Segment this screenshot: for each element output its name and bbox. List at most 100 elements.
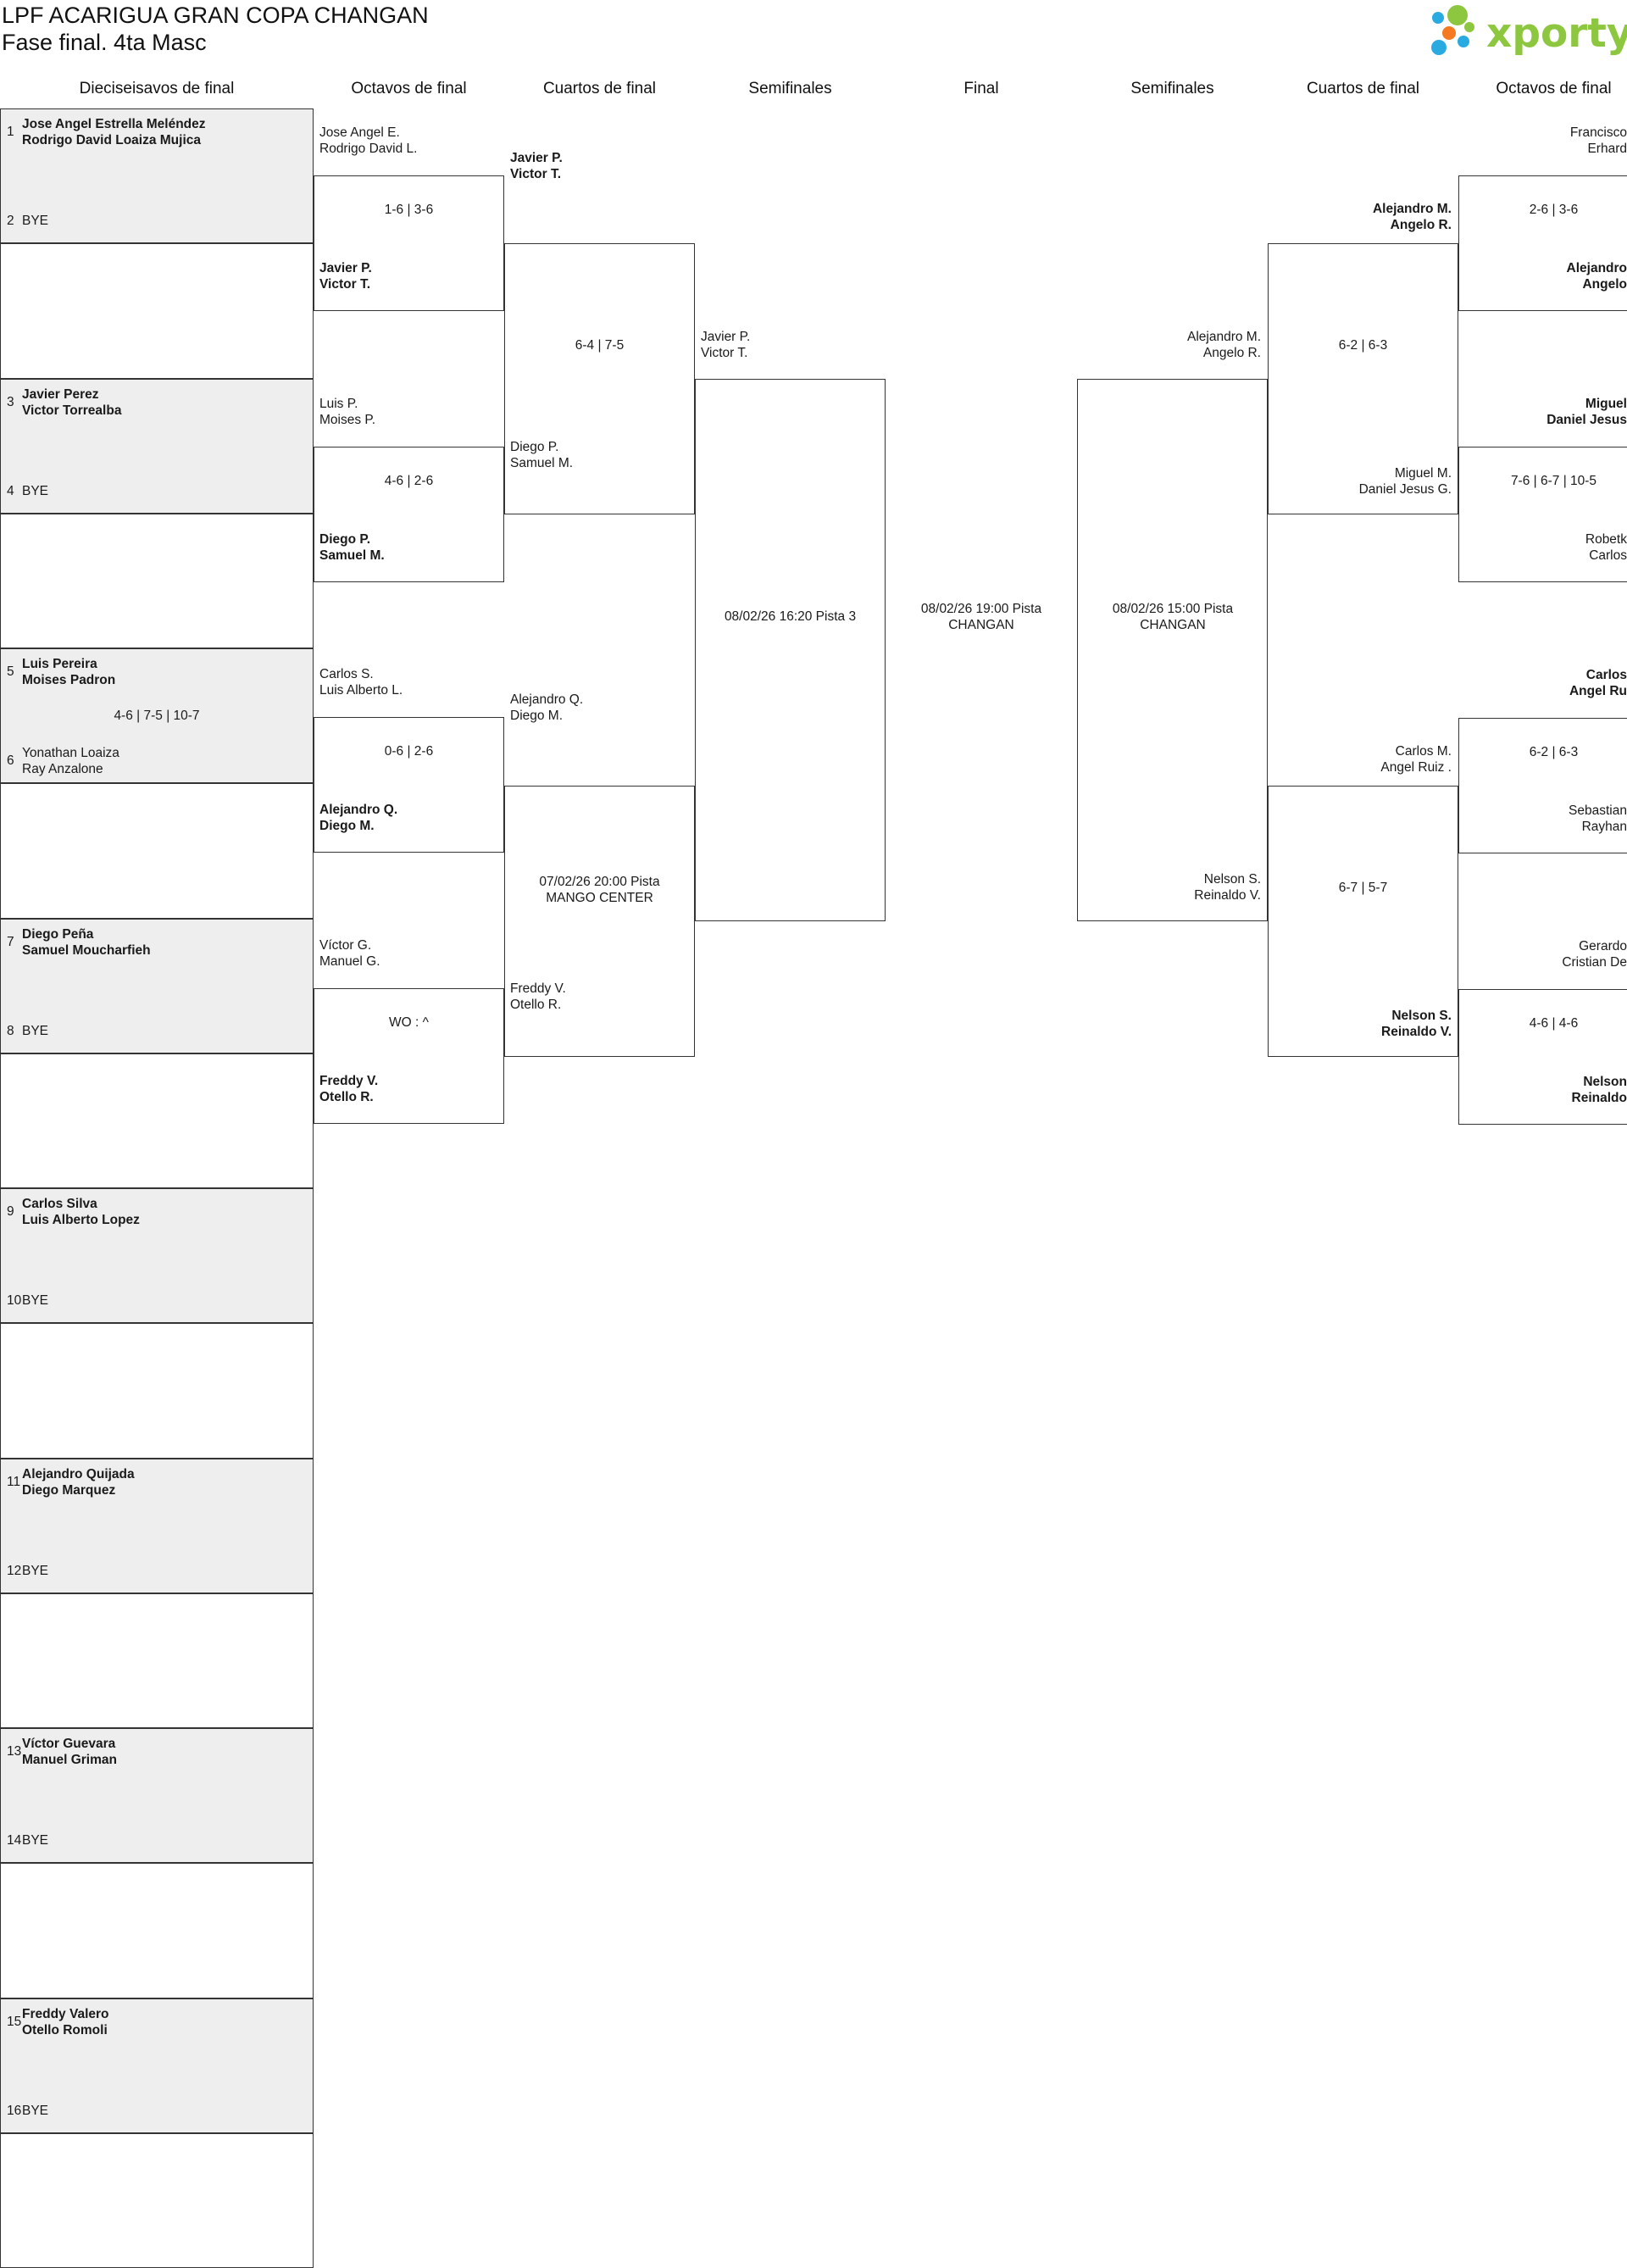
- seed-number: 2: [7, 213, 14, 229]
- round-header-sf-left: Semifinales: [695, 80, 886, 102]
- player-name: Victor Torrealba: [22, 403, 121, 419]
- seed-number: 11: [7, 1474, 20, 1490]
- team-line: Angelo R.: [1077, 345, 1261, 361]
- match-venue: MANGO CENTER: [504, 890, 695, 906]
- seed-number: 7: [7, 934, 14, 950]
- team-line: Daniel Jesus G.: [1268, 481, 1452, 498]
- team-line: Nelson S.: [1077, 871, 1261, 887]
- bye-label: BYE: [22, 213, 48, 229]
- seed-number: 8: [7, 1023, 14, 1039]
- match-score: 2-6 | 3-6: [1458, 202, 1627, 218]
- team-line: Luis P.: [319, 396, 358, 412]
- round-header-qf-left: Cuartos de final: [504, 80, 695, 102]
- player-name: Carlos Silva: [22, 1196, 97, 1212]
- player-name: Freddy Valero: [22, 2006, 109, 2022]
- match-score: 7-6 | 6-7 | 10-5: [1458, 473, 1627, 489]
- team-line: Víctor G.: [319, 937, 371, 953]
- player-name: Víctor Guevara: [22, 1736, 115, 1752]
- team-line: Samuel M.: [510, 455, 573, 471]
- team-line: Nelson S.: [1268, 1008, 1452, 1024]
- team-line: Gerardo: [1458, 938, 1627, 954]
- final-venue: CHANGAN: [886, 617, 1077, 633]
- team-line: Victor T.: [701, 345, 747, 361]
- match-score: 4-6 | 7-5 | 10-7: [0, 708, 314, 724]
- match-score: 6-4 | 7-5: [504, 337, 695, 353]
- r32-match-16: [0, 2133, 314, 2268]
- team-line: Diego M.: [319, 818, 375, 834]
- match-score: 0-6 | 2-6: [314, 743, 504, 759]
- round-header-r16-right: Octavos de final: [1458, 80, 1627, 102]
- seed-number: 10: [7, 1292, 21, 1309]
- r32-match-10: [0, 1323, 314, 1459]
- match-venue: CHANGAN: [1077, 617, 1269, 633]
- team-line: Erhard: [1458, 141, 1627, 157]
- team-line: Miguel M.: [1268, 465, 1452, 481]
- team-line: Angelo R.: [1268, 217, 1452, 233]
- team-line: Rodrigo David L.: [319, 141, 417, 157]
- team-line: Daniel Jesus: [1458, 412, 1627, 428]
- seed-number: 4: [7, 483, 14, 499]
- player-name: Diego Marquez: [22, 1482, 115, 1498]
- team-line: Miguel: [1458, 396, 1627, 412]
- match-score: 6-7 | 5-7: [1268, 880, 1458, 896]
- team-line: Alejandro Q.: [319, 802, 397, 818]
- team-line: Javier P.: [510, 150, 563, 166]
- team-line: Freddy V.: [319, 1073, 378, 1089]
- team-line: Moises P.: [319, 412, 375, 428]
- r32-match-6: [0, 783, 314, 919]
- team-line: Alejandro M.: [1268, 201, 1452, 217]
- team-line: Jose Angel E.: [319, 125, 400, 141]
- xporty-logo[interactable]: xporty: [1430, 3, 1627, 64]
- match-score: 4-6 | 4-6: [1458, 1015, 1627, 1031]
- seed-number: 15: [7, 2014, 21, 2030]
- match-score: 4-6 | 2-6: [314, 473, 504, 489]
- team-line: Carlos: [1458, 548, 1627, 564]
- team-line: Nelson: [1458, 1074, 1627, 1090]
- match-date: 08/02/26 15:00 Pista: [1077, 601, 1269, 617]
- bye-label: BYE: [22, 1563, 48, 1579]
- team-line: Alejandro M.: [1077, 329, 1261, 345]
- team-line: Luis Alberto L.: [319, 682, 403, 698]
- round-header-r32: Dieciseisavos de final: [0, 80, 314, 102]
- team-line: Javier P.: [319, 260, 372, 276]
- player-name: Yonathan Loaiza: [22, 745, 119, 761]
- team-line: Sebastian: [1458, 803, 1627, 819]
- team-line: Angel Ruiz .: [1268, 759, 1452, 775]
- team-line: Freddy V.: [510, 981, 566, 997]
- qf-left-match-1: [504, 243, 695, 514]
- player-name: Rodrigo David Loaiza Mujica: [22, 132, 201, 148]
- team-line: Angelo: [1458, 276, 1627, 292]
- round-header-final: Final: [886, 80, 1077, 102]
- team-line: Otello R.: [319, 1089, 374, 1105]
- seed-number: 16: [7, 2103, 21, 2119]
- player-name: Moises Padron: [22, 672, 115, 688]
- r32-match-2: [0, 243, 314, 379]
- team-line: Samuel M.: [319, 548, 385, 564]
- player-name: Javier Perez: [22, 386, 99, 403]
- r32-match-4: [0, 514, 314, 649]
- xporty-logo-mark: xporty: [1430, 3, 1627, 59]
- team-line: Reinaldo V.: [1268, 1024, 1452, 1040]
- seed-number: 13: [7, 1743, 21, 1759]
- team-line: Carlos: [1458, 667, 1627, 683]
- player-name: Diego Peña: [22, 926, 93, 942]
- bye-label: BYE: [22, 483, 48, 499]
- logo-text: xporty: [1486, 10, 1627, 57]
- team-line: Javier P.: [701, 329, 750, 345]
- seed-number: 3: [7, 394, 14, 410]
- player-name: Manuel Griman: [22, 1752, 117, 1768]
- match-score: 6-2 | 6-3: [1458, 744, 1627, 760]
- final-date: 08/02/26 19:00 Pista: [886, 601, 1077, 617]
- team-line: Reinaldo: [1458, 1090, 1627, 1106]
- seed-number: 6: [7, 753, 14, 769]
- team-line: Diego M.: [510, 708, 563, 724]
- team-line: Reinaldo V.: [1077, 887, 1261, 903]
- bye-label: BYE: [22, 2103, 48, 2119]
- seed-number: 12: [7, 1563, 21, 1579]
- r32-match-12: [0, 1593, 314, 1729]
- team-line: Carlos M.: [1268, 743, 1452, 759]
- player-name: Otello Romoli: [22, 2022, 108, 2038]
- r32-match-8: [0, 1053, 314, 1189]
- team-line: Diego P.: [319, 531, 370, 548]
- team-line: Rayhan: [1458, 819, 1627, 835]
